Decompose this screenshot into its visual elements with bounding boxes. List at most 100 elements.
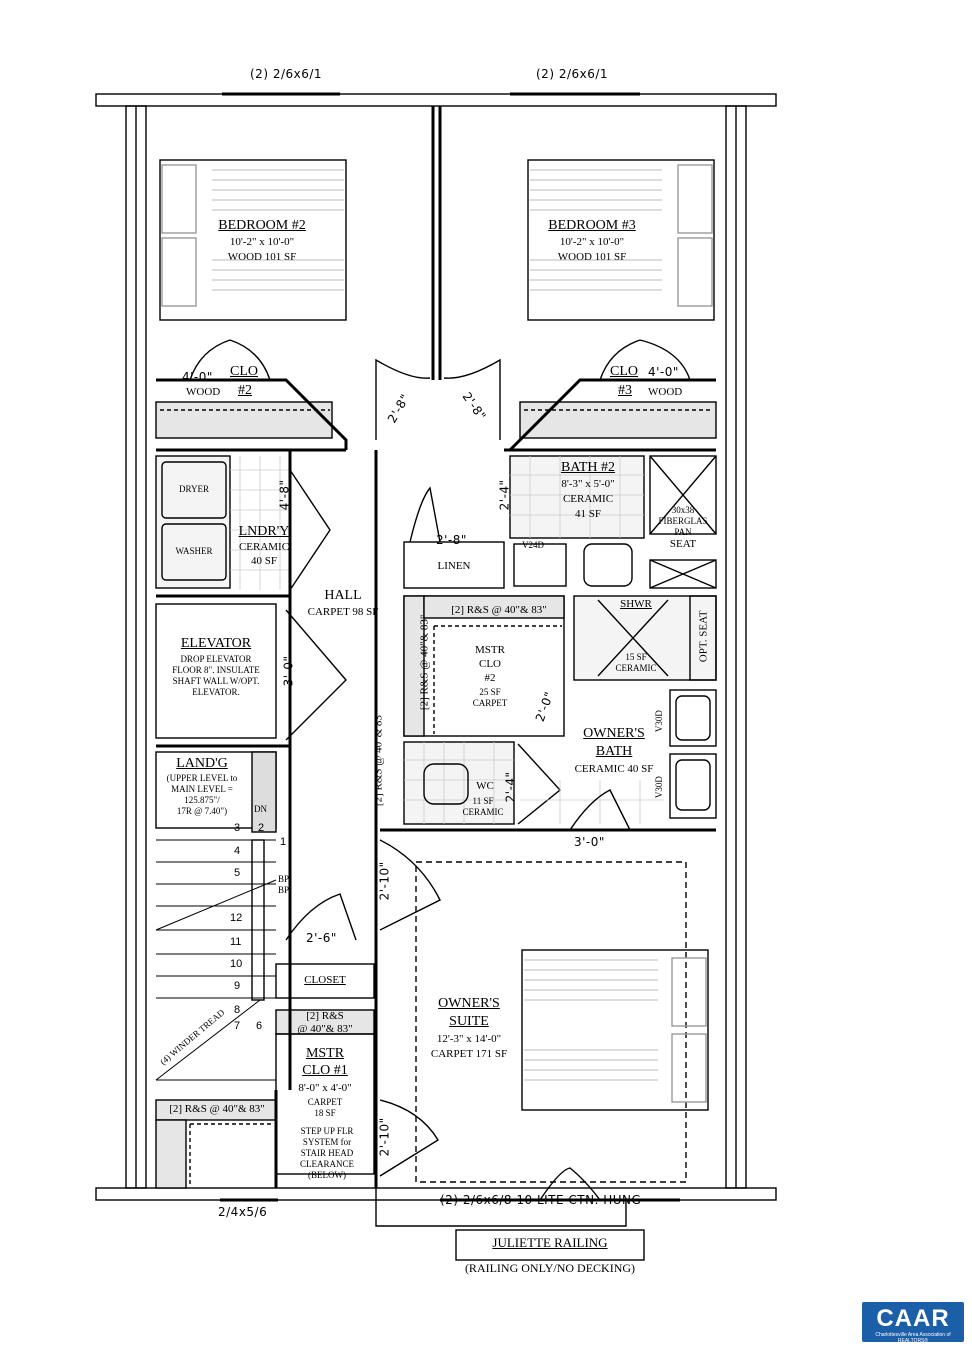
hall-floor: CARPET 98 SF <box>307 606 379 618</box>
landing-note-4: 17R @ 7.40") <box>176 806 228 816</box>
elevator-door-width: 3'-0" <box>281 655 296 687</box>
stair-down-label: DN <box>254 804 267 814</box>
pan-label-2: FIBERGLAS <box>658 516 708 526</box>
bottom-window-right: (2) 2/6x6/8 10 LITE CTN. HUNG <box>440 1193 642 1207</box>
laundry-door-width: 4'-8" <box>277 479 292 511</box>
step-up-note-3: STAIR HEAD <box>300 1148 354 1158</box>
landing-note-1: (UPPER LEVEL to <box>166 773 238 783</box>
toilet-bath-2 <box>583 543 633 587</box>
elevator-shaft <box>155 603 277 739</box>
juliette-railing-note: (RAILING ONLY/NO DECKING) <box>464 1261 636 1275</box>
step-number: 3 <box>234 822 241 834</box>
mstr-clo-1-area: 18 SF <box>314 1108 336 1118</box>
hall-shelf: [2] R&S @ 40"& 83" <box>372 710 385 807</box>
mstr-clo-2-l2: CLO <box>479 658 501 670</box>
logo-text: CAAR <box>876 1305 950 1332</box>
clo-2-shelf <box>155 401 333 439</box>
mstr-clo-1-shelf-2: @ 40"& 83" <box>297 1023 353 1035</box>
owners-suite-title-2: SUITE <box>449 1014 489 1029</box>
toilet-wc <box>423 763 469 805</box>
sink-bath-2 <box>513 543 567 587</box>
step-up-note-1: STEP UP FLR <box>300 1126 354 1136</box>
step-number: 8 <box>234 1004 241 1016</box>
clo-3-width: 4'-0" <box>648 365 679 379</box>
step-number: 4 <box>234 845 241 857</box>
landing-note-2: MAIN LEVEL = <box>171 784 233 794</box>
caar-logo: CAAR Charlottesville Area Association of… <box>862 1302 964 1344</box>
bath-2-seat: SEAT <box>669 538 697 550</box>
mstr-clo-1-size: 8'-0" x 4'-0" <box>298 1082 352 1094</box>
closet <box>275 963 375 999</box>
mstr-clo-1-shelf-1: [2] R&S <box>306 1010 344 1022</box>
pan-label-3: PAN <box>674 527 692 537</box>
bedroom-2-floor: WOOD 101 SF <box>227 251 297 263</box>
laundry-floor: CERAMIC <box>238 541 290 553</box>
landing-note-3: 125.875"/ <box>184 795 220 805</box>
step-number: 9 <box>234 980 241 992</box>
shower-opt-seat: OPT. SEAT <box>697 610 710 663</box>
vanity-label-1: V30D <box>653 710 664 733</box>
bedroom-3-floor: WOOD 101 SF <box>557 251 627 263</box>
mstr-clo-2-shelf-top: [2] R&S @ 40"& 83" <box>451 604 547 616</box>
step-number: 1 <box>280 836 287 848</box>
laundry-title: LNDR'Y <box>238 524 290 539</box>
window-label-right: (2) 2/6x6/1 <box>536 67 609 81</box>
step-number: 7 <box>234 1020 241 1032</box>
clo-3-number: #3 <box>618 383 632 398</box>
linen-door-width: 2'-8" <box>436 533 467 547</box>
hall-title: HALL <box>324 588 362 603</box>
clo-2-floor: WOOD <box>186 386 221 398</box>
owners-suite-door-left: 2'-10" <box>377 861 392 901</box>
owners-suite-door-top: 3'-0" <box>574 835 605 849</box>
window-label-left: (2) 2/6x6/1 <box>250 67 323 81</box>
elevator-note-4: ELEVATOR. <box>192 687 240 697</box>
landing-title: LAND'G <box>176 756 228 771</box>
owners-bath-title-1: OWNER'S <box>583 726 645 741</box>
bed-3 <box>527 159 715 321</box>
wc-door-width: 2'-4" <box>503 771 518 803</box>
vanity-1 <box>669 689 717 747</box>
bedroom-2-size: 10'-2" x 10'-0" <box>229 236 295 248</box>
clo-3-title: CLO <box>610 364 638 379</box>
bedroom-3-size: 10'-2" x 10'-0" <box>559 236 625 248</box>
bp-label-1: BP <box>278 874 290 884</box>
elevator-note-1: DROP ELEVATOR <box>180 654 252 664</box>
step-number: 2 <box>258 822 265 834</box>
owners-suite-door-left-2: 2'-10" <box>377 1117 392 1157</box>
step-number: 12 <box>230 912 243 924</box>
mstr-clo-2-l1: MSTR <box>475 644 505 656</box>
laundry-tile <box>155 455 231 589</box>
mstr-clo-1-title-2: CLO #1 <box>302 1063 348 1078</box>
mstr-clo-2-area: 25 SF <box>479 687 501 697</box>
bp-label-2: BP <box>278 885 290 895</box>
vanity-label-2: V30D <box>653 776 664 799</box>
owners-suite-size: 12'-3" x 14'-0" <box>436 1033 502 1045</box>
owners-bath-floor: CERAMIC 40 SF <box>574 763 654 775</box>
step-number: 6 <box>256 1020 263 1032</box>
closet-door-width: 2'-6" <box>306 931 337 945</box>
wc-area: 11 SF <box>472 796 494 806</box>
owners-suite-title-1: OWNER'S <box>438 996 500 1011</box>
bottom-window-left: 2/4x5/6 <box>218 1205 268 1219</box>
owners-suite-floor: CARPET 171 SF <box>430 1048 508 1060</box>
linen-closet <box>403 541 505 589</box>
clo-3-shelf <box>519 401 717 439</box>
bath-2-floor: CERAMIC <box>562 493 614 505</box>
owners-bath-title-2: BATH <box>595 744 633 759</box>
clo-2-width: 4'-0" <box>182 370 213 384</box>
bedroom-2-title: BEDROOM #2 <box>218 218 306 233</box>
step-number: 11 <box>230 936 242 948</box>
bath-2-title: BATH #2 <box>560 460 616 475</box>
laundry-area: 40 SF <box>251 555 277 567</box>
bed-2 <box>159 159 347 321</box>
mstr-clo-1-floor: CARPET <box>307 1097 343 1107</box>
clo-2-number: #2 <box>238 383 252 398</box>
clo-3-floor: WOOD <box>648 386 683 398</box>
owners-suite-area <box>415 861 687 1183</box>
linen-title: LINEN <box>437 560 471 572</box>
bath-2-vanity: V24D <box>522 540 544 550</box>
owner-bed <box>521 949 709 1111</box>
elevator-note-3: SHAFT WALL W/OPT. <box>172 676 260 686</box>
shower-area: 15 SF <box>625 652 647 662</box>
